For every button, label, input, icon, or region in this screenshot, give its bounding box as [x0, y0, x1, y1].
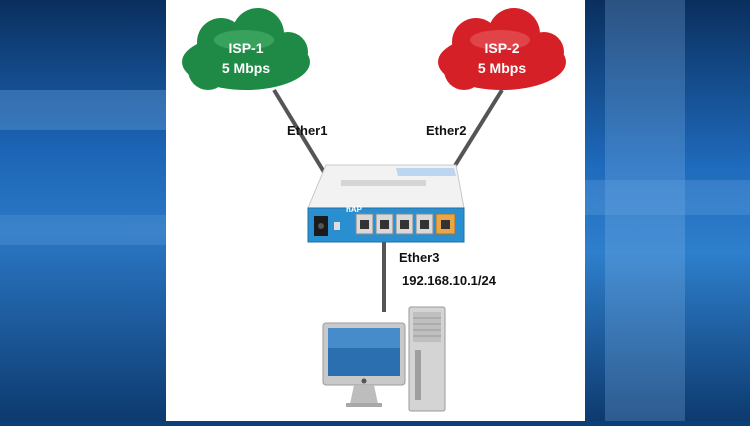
isp1-label: ISP-1 5 Mbps [191, 38, 301, 78]
ether2-label: Ether2 [426, 123, 467, 138]
router-icon [307, 164, 465, 243]
ether1-line [272, 88, 326, 174]
isp2-label: ISP-2 5 Mbps [447, 38, 557, 78]
ether3-label: Ether3 [399, 250, 440, 265]
desktop-computer-icon [322, 306, 446, 412]
diagram-panel: hAP ISP-1 5 Mbps ISP-2 5 Mbps Eth [166, 0, 585, 421]
network-diagram: hAP [182, 8, 566, 412]
isp1-name: ISP-1 [228, 40, 264, 56]
cloud-icon [182, 8, 310, 90]
isp2-speed: 5 Mbps [477, 60, 527, 76]
ether1-label: Ether1 [287, 123, 328, 138]
cloud-icon [438, 8, 566, 90]
background-left [0, 0, 166, 421]
isp2-name: ISP-2 [484, 40, 520, 56]
ether3-ip-label: 192.168.10.1/24 [402, 273, 496, 288]
background-right [585, 0, 750, 421]
apple-logo-icon [361, 378, 367, 384]
router-model-label: hAP [346, 205, 363, 214]
ether2-line [449, 88, 504, 174]
isp1-speed: 5 Mbps [221, 60, 271, 76]
